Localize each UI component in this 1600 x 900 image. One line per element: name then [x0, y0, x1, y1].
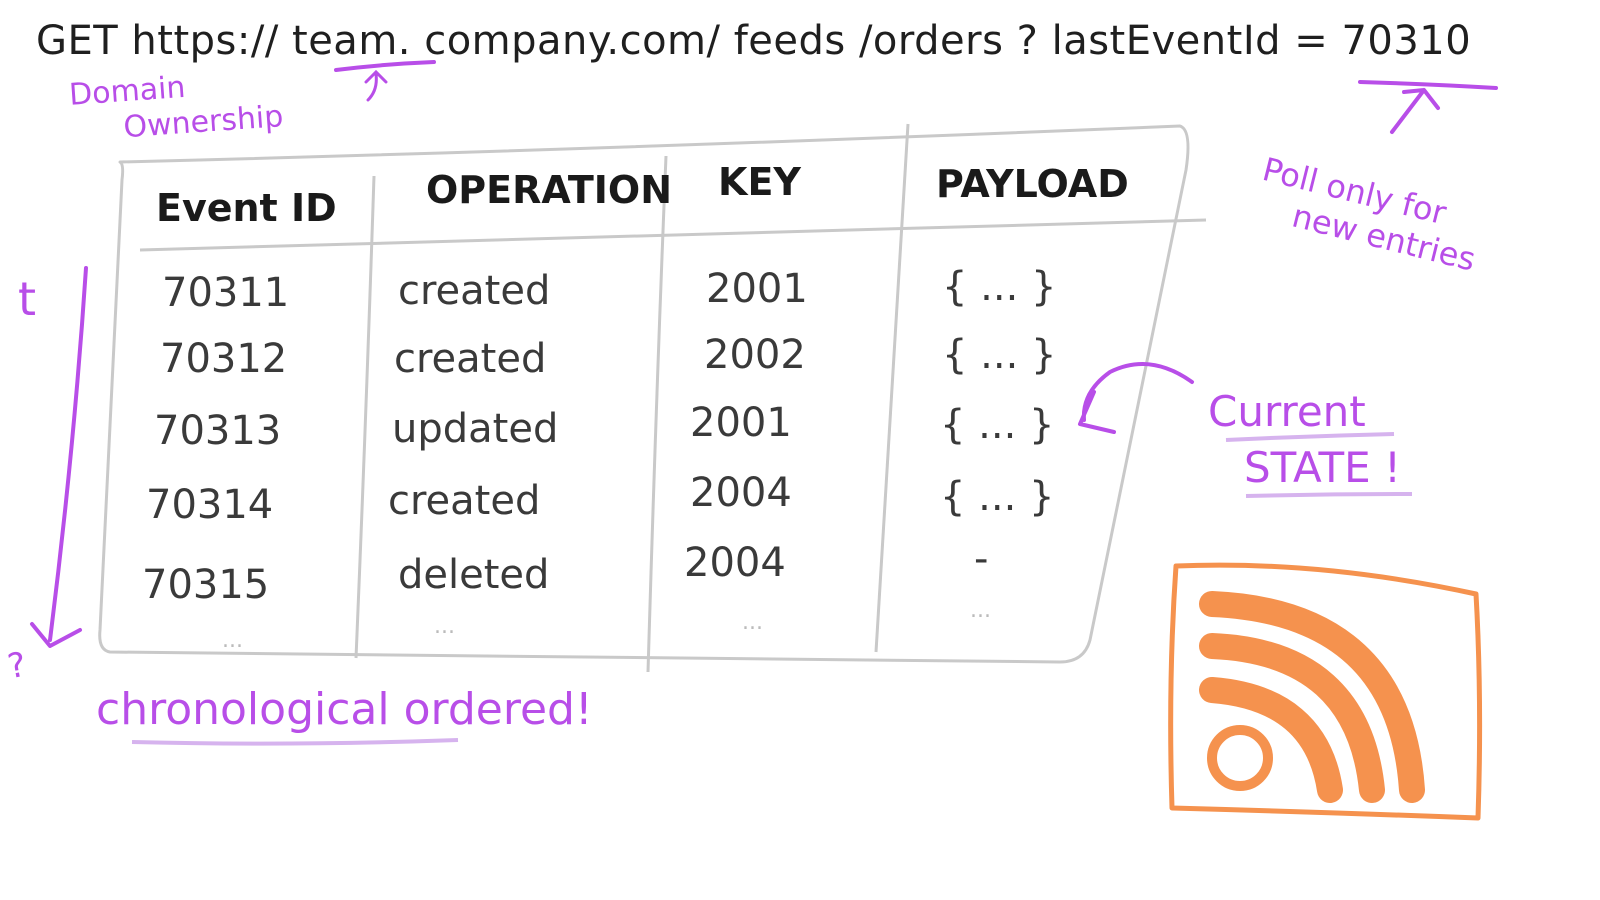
- event-id-underline: [1358, 80, 1498, 90]
- request-method: GET: [36, 18, 119, 64]
- cell-event-id: 70312: [160, 336, 288, 382]
- cell-operation: created: [398, 268, 551, 314]
- cell-operation: deleted: [398, 552, 550, 598]
- chronological-note: chronological ordered!: [96, 684, 593, 735]
- current-underline: [1225, 432, 1395, 442]
- domain-ownership-note: Domain Ownership: [68, 63, 284, 150]
- team-underline: [334, 60, 436, 72]
- time-axis-label: t: [18, 272, 37, 326]
- cell-key: 2001: [706, 266, 808, 312]
- current-state-note: Current STATE !: [1208, 384, 1401, 496]
- request-url: GET https:// team. company.com/ feeds /o…: [36, 18, 1471, 64]
- cell-key: 2004: [690, 470, 792, 516]
- header-separator: [139, 218, 1207, 252]
- cell-payload: -: [974, 536, 989, 582]
- cell-payload: { ... }: [940, 402, 1055, 448]
- cell-event-id: 70315: [142, 562, 270, 608]
- cell-payload: { ... }: [942, 264, 1057, 310]
- continuation-dots: ...: [434, 614, 455, 639]
- poll-arrow: [1390, 88, 1440, 134]
- cell-event-id: 70313: [154, 408, 282, 454]
- column-separator-2: [646, 155, 668, 673]
- header-payload: PAYLOAD: [936, 162, 1129, 206]
- cell-event-id: 70314: [146, 482, 274, 528]
- cell-payload: { ... }: [940, 474, 1055, 520]
- chronological-underline: [131, 738, 459, 746]
- continuation-dots: ...: [970, 598, 991, 623]
- cell-operation: created: [388, 478, 541, 524]
- cell-event-id: 70311: [162, 270, 290, 316]
- rss-feed-icon: [1168, 562, 1483, 821]
- cell-key: 2004: [684, 540, 786, 586]
- continuation-dots: ...: [742, 610, 763, 635]
- current-note-line1: Current: [1208, 387, 1366, 436]
- current-state-arrow: [1081, 362, 1194, 422]
- column-separator-3: [874, 123, 910, 653]
- cell-key: 2002: [704, 332, 806, 378]
- header-operation: OPERATION: [426, 168, 672, 212]
- current-state-arrowhead: [1078, 390, 1116, 434]
- state-underline: [1245, 492, 1413, 498]
- cell-operation: updated: [392, 406, 559, 452]
- continuation-dots: ...: [222, 628, 243, 653]
- time-axis-arrow: [48, 266, 88, 642]
- team-arrow: [364, 69, 388, 102]
- time-axis-arrowhead: [30, 622, 82, 648]
- cell-payload: { ... }: [942, 332, 1057, 378]
- table-outline: [98, 124, 1190, 664]
- request-path: https:// team. company.com/ feeds /order…: [131, 18, 1472, 64]
- cell-operation: created: [394, 336, 547, 382]
- cell-key: 2001: [690, 400, 792, 446]
- header-key: KEY: [718, 160, 801, 204]
- column-separator-1: [354, 175, 376, 659]
- header-event-id: Event ID: [156, 186, 337, 230]
- current-note-line2: STATE !: [1244, 443, 1401, 492]
